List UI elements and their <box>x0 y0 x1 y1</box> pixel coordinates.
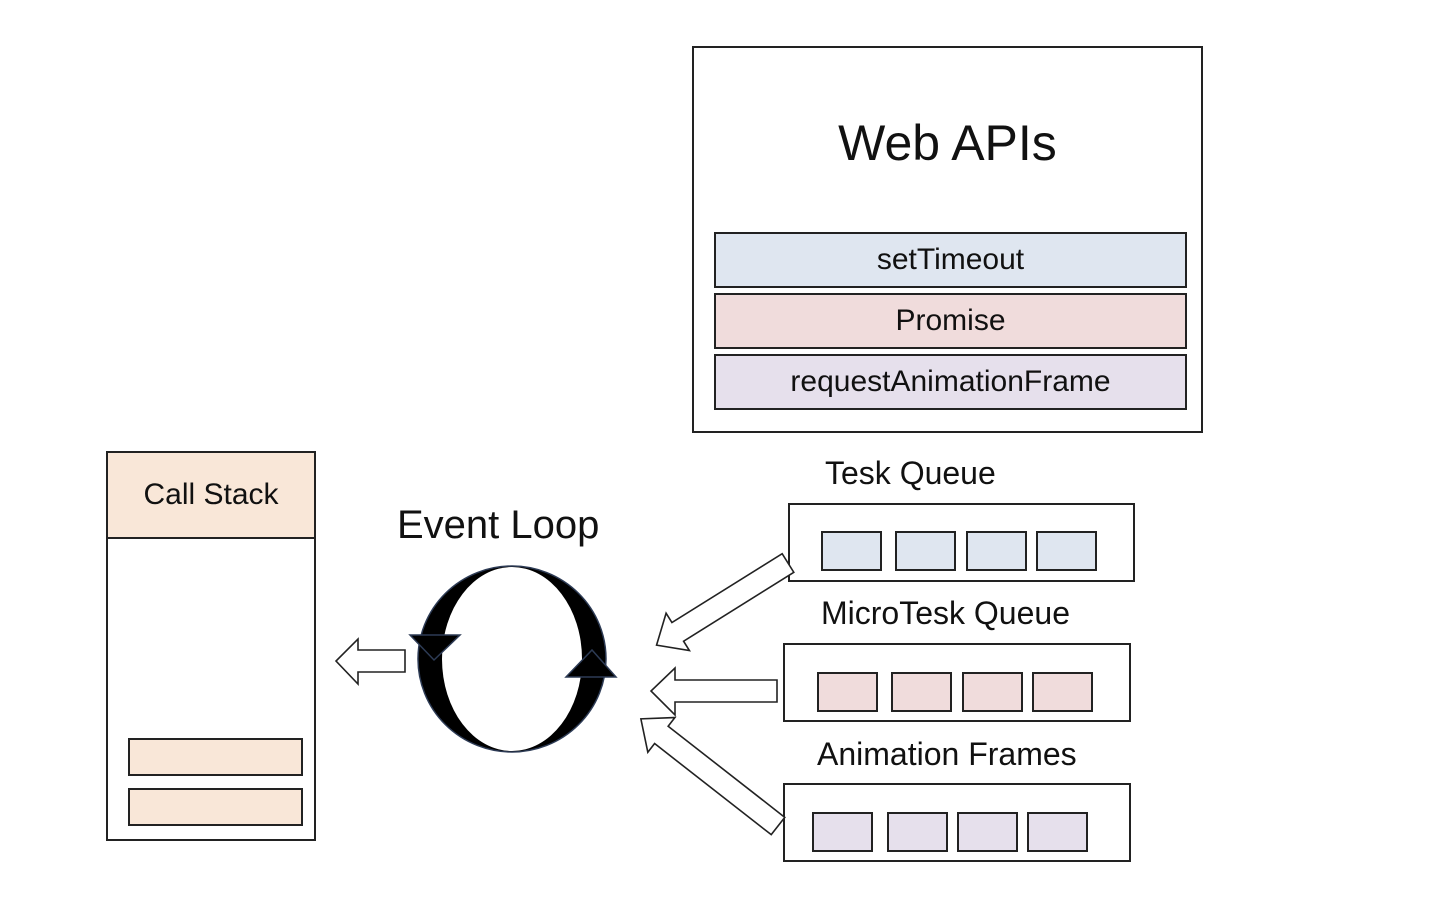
task-queue-box <box>788 503 1135 582</box>
web-api-request-animation-frame: requestAnimationFrame <box>714 354 1187 410</box>
arrow-to-call-stack <box>334 637 406 686</box>
call-stack-panel: Call Stack <box>106 451 316 841</box>
call-stack-frame <box>128 788 303 826</box>
task-queue-label: Tesk Queue <box>825 455 996 491</box>
queue-slot <box>891 672 952 712</box>
web-api-settimeout: setTimeout <box>714 232 1187 288</box>
queue-slot <box>821 531 882 571</box>
queue-slot <box>887 812 948 852</box>
animation-frames-label: Animation Frames <box>817 736 1077 772</box>
microtask-queue-label: MicroTesk Queue <box>821 595 1070 631</box>
animation-frames-box <box>783 783 1131 862</box>
queue-slot <box>962 672 1023 712</box>
web-api-promise: Promise <box>714 293 1187 349</box>
call-stack-title: Call Stack <box>108 453 314 539</box>
queue-slot <box>812 812 873 852</box>
queue-slot <box>817 672 878 712</box>
web-apis-title: Web APIs <box>838 115 1057 171</box>
arrow-from-microtask-queue <box>649 666 778 717</box>
queue-slot <box>1027 812 1088 852</box>
web-apis-panel: Web APIs setTimeout Promise requestAnima… <box>692 46 1203 433</box>
arrow-from-animation-frames <box>639 716 786 836</box>
event-loop-label: Event Loop <box>397 503 600 547</box>
queue-slot <box>895 531 956 571</box>
queue-slot <box>1032 672 1093 712</box>
queue-slot <box>957 812 1018 852</box>
queue-slot <box>1036 531 1097 571</box>
arrow-from-task-queue <box>655 552 795 652</box>
queue-slot <box>966 531 1027 571</box>
event-loop-cycle-icon <box>408 565 618 753</box>
microtask-queue-box <box>783 643 1131 722</box>
call-stack-frame <box>128 738 303 776</box>
